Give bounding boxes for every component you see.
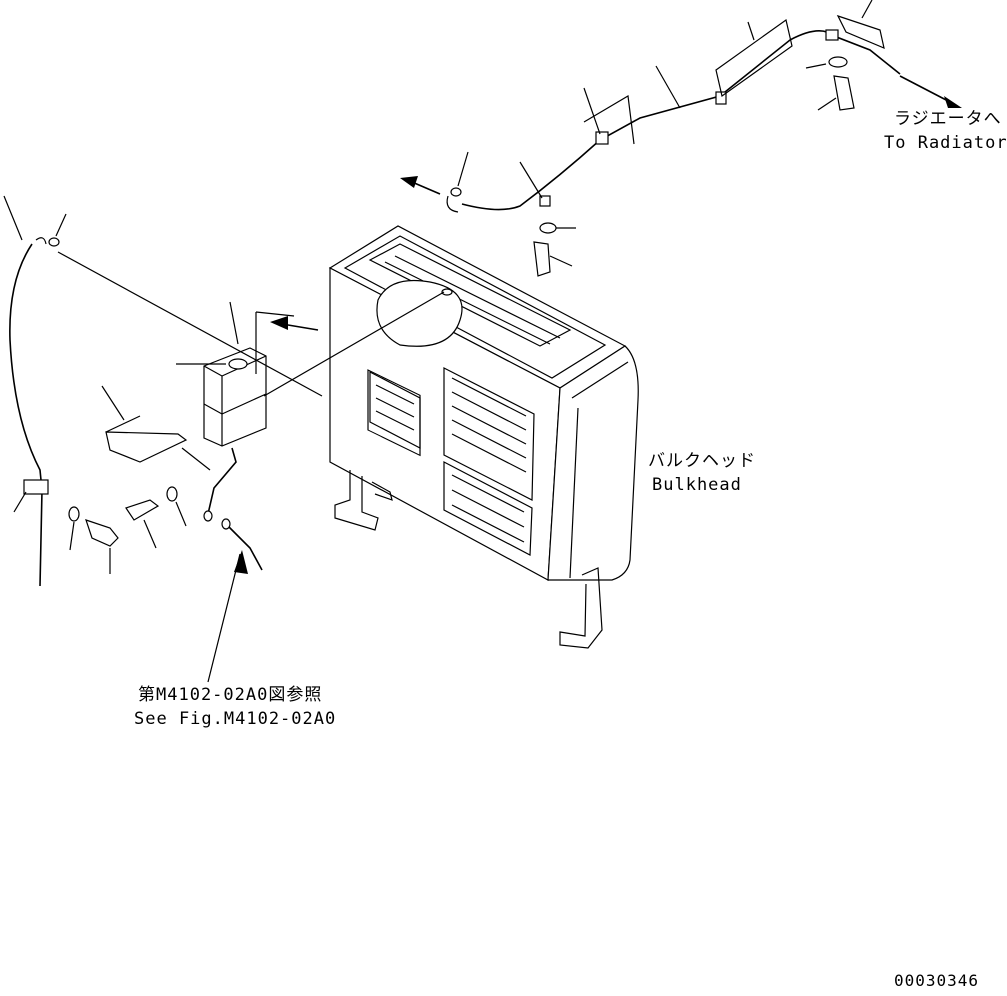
overflow-hose	[9, 237, 60, 587]
drawing-number: 00030346	[894, 971, 979, 990]
bulkhead	[328, 225, 639, 649]
label-to-radiator-jp: ラジエータへ	[894, 109, 1002, 129]
reserve-tank	[105, 347, 267, 571]
leader-lines	[3, 0, 885, 683]
grille-large	[443, 367, 535, 556]
label-bulkhead-en: Bulkhead	[652, 475, 742, 495]
label-see-fig-en: See Fig.M4102-02A0	[134, 709, 336, 729]
radiator-hose	[446, 29, 901, 213]
label-bulkhead-jp: バルクヘッド	[648, 451, 756, 471]
label-to-radiator-en: To Radiator	[884, 133, 1007, 153]
arrows	[234, 75, 962, 574]
label-see-fig-jp: 第M4102-02A0図参照	[138, 685, 322, 705]
bolts	[68, 56, 855, 547]
